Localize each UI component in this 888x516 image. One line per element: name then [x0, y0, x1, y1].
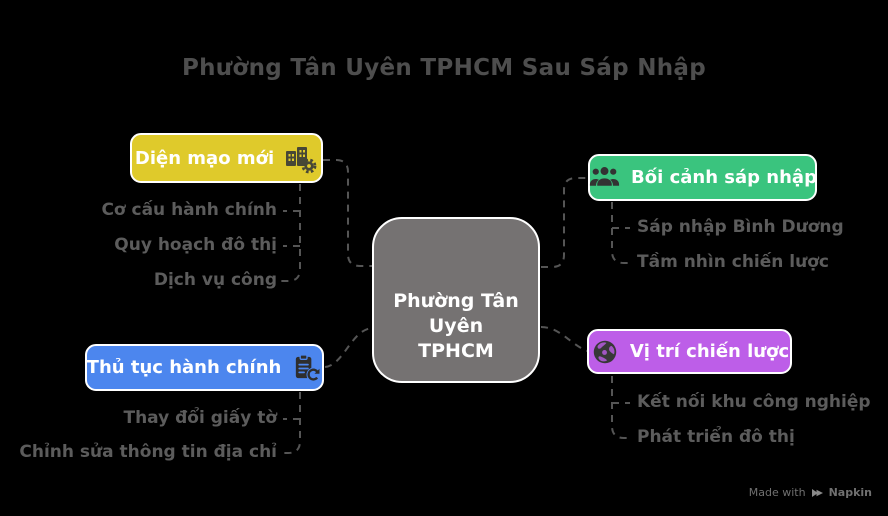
- watermark-brand: Napkin: [828, 486, 872, 499]
- sub-item: Quy hoạch đô thị: [114, 235, 277, 255]
- sub-item: Chỉnh sửa thông tin địa chỉ: [19, 442, 277, 462]
- sub-item: Phát triển đô thị: [637, 427, 795, 447]
- napkin-watermark[interactable]: Made with Napkin: [749, 486, 872, 499]
- node-label: Bối cảnh sáp nhập: [631, 167, 817, 188]
- sub-item: Sáp nhập Bình Dương: [637, 217, 844, 237]
- watermark-prefix: Made with: [748, 486, 806, 499]
- center-node-line: TPHCM: [418, 340, 494, 362]
- globe-icon: [593, 340, 617, 363]
- connector-branch1-subline: [281, 184, 301, 282]
- node-label: Thủ tục hành chính: [86, 357, 282, 378]
- node-vi-tri-chien-luoc: Vị trí chiến lược: [587, 329, 792, 374]
- connector-center-to-branch4: [540, 326, 588, 352]
- connector-branch4-subline: [611, 376, 630, 439]
- clipboard-sync-icon: [296, 354, 322, 383]
- node-label: Vị trí chiến lược: [629, 341, 790, 362]
- buildings-gear-icon: [286, 146, 317, 173]
- sub-item: Cơ cấu hành chính: [101, 200, 277, 220]
- node-boi-canh-sap-nhap: Bối cảnh sáp nhập: [588, 154, 817, 201]
- connector-branch1-to-center: [323, 159, 372, 267]
- people-group-icon: [589, 166, 620, 186]
- sub-item: Thay đổi giấy tờ: [123, 408, 277, 428]
- center-node-line: Phường Tân: [393, 290, 519, 312]
- connector-branch3-to-center: [324, 327, 373, 368]
- center-node: Phường Tân Uyên TPHCM: [372, 217, 540, 383]
- node-label: Diện mạo mới: [134, 147, 275, 169]
- diagram-title: Phường Tân Uyên TPHCM Sau Sáp Nhập: [181, 55, 707, 81]
- napkin-logo-icon: [811, 488, 823, 497]
- node-thu-tuc-hanh-chinh: Thủ tục hành chính: [85, 344, 324, 391]
- sub-item: Tầm nhìn chiến lược: [637, 252, 829, 272]
- connector-center-to-branch2: [541, 177, 587, 268]
- node-dien-mao-moi: Diện mạo mới: [130, 133, 323, 183]
- center-node-line: Uyên: [428, 315, 484, 337]
- connector-branch3-subline: [281, 392, 301, 454]
- connector-branch2-subline: [611, 202, 630, 264]
- sub-item: Dịch vụ công: [153, 270, 277, 290]
- sub-item: Kết nối khu công nghiệp: [637, 392, 871, 412]
